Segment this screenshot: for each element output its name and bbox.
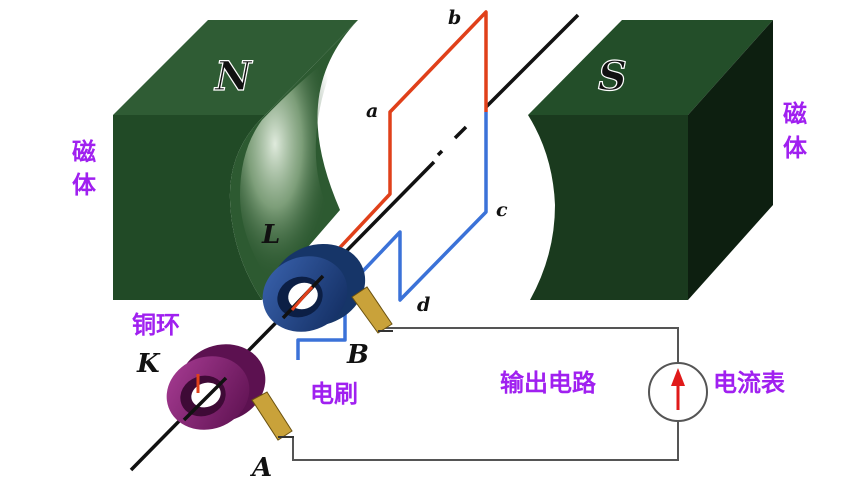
ammeter: [648, 362, 708, 422]
north-pole-label: N: [213, 53, 253, 100]
north-magnet: N: [113, 20, 358, 300]
south-magnet: S: [528, 20, 773, 300]
output-circuit-wire: [292, 327, 679, 461]
brush-B: [351, 286, 393, 334]
label-magnet-right-1: 磁: [783, 100, 807, 128]
label-brush: 电刷: [310, 380, 358, 408]
label-c: c: [496, 199, 508, 221]
ammeter-arrow-icon: [671, 368, 685, 386]
axle-back: [484, 13, 580, 109]
label-a: a: [366, 100, 378, 122]
axle-mid-dash: [453, 125, 468, 140]
label-magnet-right-2: 体: [783, 134, 808, 162]
label-B: B: [346, 340, 369, 370]
label-K: K: [136, 349, 161, 379]
south-pole-label: S: [598, 53, 627, 100]
label-L: L: [261, 220, 280, 250]
red-lead-to-L: [290, 286, 314, 311]
label-ammeter: 电流表: [713, 369, 786, 397]
north-magnet-gloss: [240, 50, 340, 285]
south-magnet-top: [528, 20, 773, 115]
north-magnet-top: [113, 20, 358, 115]
label-b: b: [448, 7, 461, 29]
coil-blue-wire: [296, 112, 488, 360]
south-magnet-side: [688, 20, 773, 300]
label-magnet-left-1: 磁: [72, 138, 96, 166]
label-A: A: [249, 453, 272, 481]
label-output-circuit: 输出电路: [500, 369, 597, 397]
north-magnet-front: [113, 115, 265, 300]
coil-red-wire: [272, 10, 488, 320]
south-magnet-front: [528, 115, 688, 300]
brush-A: [251, 391, 294, 441]
label-copper-ring: 铜环: [132, 311, 180, 339]
axle-through-K: [182, 376, 228, 422]
label-d: d: [417, 294, 430, 316]
axle-mid-dot: [436, 149, 444, 157]
label-magnet-left-2: 体: [72, 171, 97, 199]
